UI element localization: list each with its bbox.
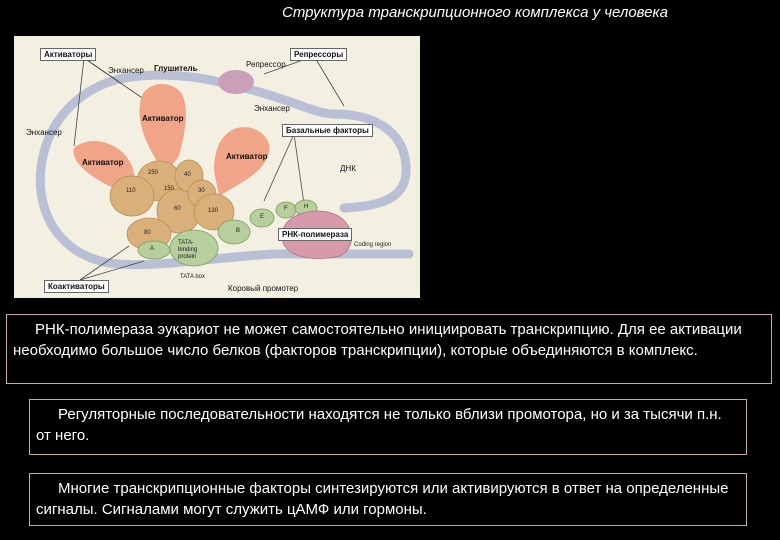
core-promoter-label: Коровый промотер — [228, 284, 299, 293]
transcription-complex-figure: Активаторы Репрессоры Базальные факторы … — [14, 36, 420, 298]
label-110: 110 — [126, 188, 136, 194]
activator-top — [139, 83, 186, 176]
silencer-label: Глушитель — [154, 64, 198, 73]
paragraph-polymerase: РНК-полимераза эукариот не может самосто… — [6, 314, 772, 384]
enhancer-label-3: Энхансер — [26, 128, 62, 137]
figure-drawing — [35, 55, 414, 281]
activator-label-2: Активатор — [82, 158, 124, 167]
enhancer-label-1: Энхансер — [108, 66, 144, 75]
tata-box-label: TATA box — [180, 274, 206, 280]
label-250: 250 — [148, 170, 159, 176]
factor-B — [217, 219, 251, 245]
repressor-shape — [218, 70, 254, 94]
tata-binding-label: TATA-binding protein — [178, 240, 198, 260]
label-H: H — [304, 204, 309, 210]
rna-polymerase-box: РНК-полимераза — [278, 228, 353, 241]
coactivators-box: Коактиваторы — [44, 280, 109, 293]
basal-factors-box: Базальные факторы — [282, 124, 373, 137]
label-130: 130 — [208, 208, 219, 214]
activators-box: Активаторы — [40, 48, 97, 61]
dna-strand — [35, 70, 414, 270]
activator-right — [214, 127, 270, 196]
label-F: F — [284, 206, 288, 212]
coding-region-label: Coding region — [354, 242, 392, 248]
activator-label-3: Активатор — [226, 152, 268, 161]
factor-130 — [193, 193, 235, 231]
label-A: A — [150, 246, 155, 252]
paragraph-regulatory: Регуляторные последовательности находятс… — [29, 399, 747, 455]
label-E: E — [260, 214, 265, 220]
label-150: 150 — [164, 186, 175, 192]
factor-tbp — [169, 229, 219, 267]
label-40: 40 — [184, 172, 191, 178]
dna-label: ДНК — [340, 164, 356, 173]
paragraph-signals: Многие транскрипционные факторы синтезир… — [29, 473, 747, 526]
label-80: 80 — [144, 230, 151, 236]
repressors-box: Репрессоры — [290, 48, 348, 61]
activator-label-1: Активатор — [142, 114, 184, 123]
label-30: 30 — [198, 188, 205, 194]
repressor-label: Репрессор — [246, 60, 286, 69]
slide-title: Структура транскрипционного комплекса у … — [282, 4, 668, 21]
label-B: B — [236, 228, 241, 234]
enhancer-label-2: Энхансер — [254, 104, 290, 113]
label-60: 60 — [174, 206, 181, 212]
factor-110 — [109, 175, 155, 217]
factor-E — [249, 208, 275, 228]
